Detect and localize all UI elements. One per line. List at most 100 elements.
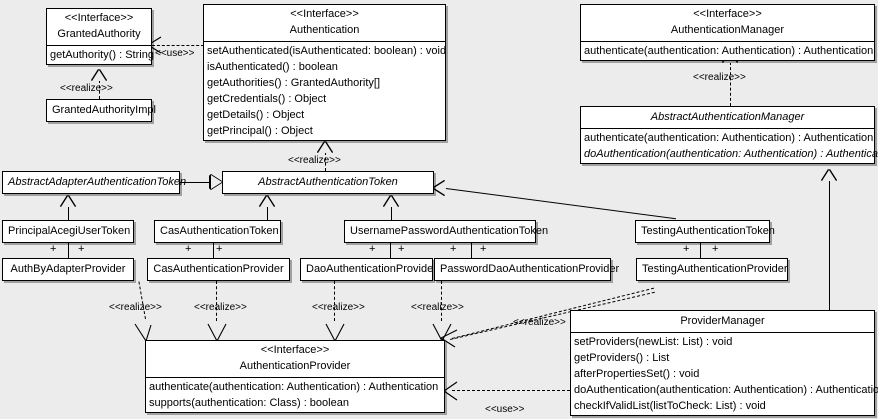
generalization-arrow-abstract-authentication-token-left xyxy=(211,175,222,189)
label-realize-granted-authority-impl: <<realize>> xyxy=(60,83,113,94)
member-item: authenticate(authentication: Authenticat… xyxy=(584,132,874,144)
generalization-arrow-adapter-token xyxy=(61,196,75,207)
member-item: getProviders() : List xyxy=(574,352,670,364)
class-box-auth-by-adapter-provider[interactable]: AuthByAdapterProvider xyxy=(2,258,134,281)
member-list-authentication-provider: authenticate(authentication: Authenticat… xyxy=(146,378,444,412)
member-item: isAuthenticated() : boolean xyxy=(207,61,338,73)
label-realize-dao-provider: <<realize>> xyxy=(312,302,365,313)
connector-provider-manager-extends xyxy=(829,180,830,310)
member-item: afterPropertiesSet() : void xyxy=(574,368,700,380)
class-box-testing-authentication-token[interactable]: TestingAuthenticationToken xyxy=(635,220,775,243)
open-arrow-auth-provider-1 xyxy=(134,323,152,342)
stereotype-interface: <<Interface>> xyxy=(260,344,330,356)
connector-password-dao-provider-realize xyxy=(441,281,442,321)
class-header-authentication-provider: <<Interface>> AuthenticationProvider xyxy=(146,341,444,377)
association-plus-marker: + xyxy=(185,243,192,255)
connector-dao-provider-realize xyxy=(334,281,335,321)
label-use-granted-authority: <<use>> xyxy=(155,48,195,59)
member-item: doAuthentication(authentication: Authent… xyxy=(584,148,878,160)
connector-abstract-authentication-token-realize xyxy=(325,152,326,171)
connector-testing-token-extends xyxy=(445,188,677,220)
association-plus-marker: + xyxy=(78,243,85,255)
class-box-authentication-provider[interactable]: <<Interface>> AuthenticationProvider aut… xyxy=(145,340,445,413)
label-realize-password-dao-provider: <<realize>> xyxy=(411,302,464,313)
connector-principal-token-authbyadapter xyxy=(68,241,69,259)
class-box-principal-acegi-user-token[interactable]: PrincipalAcegiUserToken xyxy=(2,220,134,243)
association-plus-marker: + xyxy=(683,243,690,255)
generalization-arrow-abstract-token-cas xyxy=(260,196,274,207)
class-box-authentication-manager[interactable]: <<Interface>> AuthenticationManager auth… xyxy=(580,4,875,61)
class-name-password-dao-authentication-provider: PasswordDaoAuthenticationProvider xyxy=(440,263,620,275)
class-divider xyxy=(571,332,874,333)
connector-provider-manager-uses xyxy=(452,390,570,391)
class-divider xyxy=(47,45,151,46)
open-arrow-auth-provider-5 xyxy=(439,329,458,348)
class-box-cas-authentication-provider[interactable]: CasAuthenticationProvider xyxy=(147,258,290,281)
connector-testing-token-testing-provider xyxy=(700,241,701,259)
class-name-granted-authority-impl: GrantedAuthorityImpl xyxy=(52,104,156,116)
class-name-testing-authentication-token: TestingAuthenticationToken xyxy=(641,225,775,237)
class-box-testing-authentication-provider[interactable]: TestingAuthenticationProvider xyxy=(636,258,788,281)
class-name-principal-acegi-user-token: PrincipalAcegiUserToken xyxy=(8,225,131,237)
class-name-authentication-manager: AuthenticationManager xyxy=(670,24,785,36)
member-item: setAuthenticated(isAuthenticated: boolea… xyxy=(207,45,447,57)
open-arrow-auth-provider-3 xyxy=(325,323,345,342)
open-arrow-auth-provider-2 xyxy=(207,323,227,342)
association-plus-marker: + xyxy=(50,243,57,255)
class-box-granted-authority[interactable]: <<Interface>> GrantedAuthority getAuthor… xyxy=(46,8,154,65)
member-item: checkIfValidList(listToCheck: List) : vo… xyxy=(574,400,766,412)
stereotype-interface: <<Interface>> xyxy=(693,8,762,20)
connector-cas-token-extends xyxy=(267,206,268,220)
class-divider xyxy=(146,377,444,378)
class-name-cas-authentication-token: CasAuthenticationToken xyxy=(160,225,279,237)
class-name-authentication-provider: AuthenticationProvider xyxy=(239,360,351,372)
stereotype-interface: <<Interface>> xyxy=(64,12,134,24)
label-realize-authentication-token: <<realize>> xyxy=(288,155,341,166)
member-item: getAuthorities() : GrantedAuthority[] xyxy=(207,77,381,89)
connector-username-password-token-extends xyxy=(391,206,392,220)
member-list-authentication: setAuthenticated(isAuthenticated: boolea… xyxy=(204,42,447,140)
class-box-provider-manager[interactable]: ProviderManager setProviders(newList: Li… xyxy=(570,310,878,416)
class-box-dao-authentication-provider[interactable]: DaoAuthenticationProvider xyxy=(300,258,437,281)
class-box-granted-authority-impl[interactable]: GrantedAuthorityImpl xyxy=(46,99,156,122)
member-item: authenticate(authentication: Authenticat… xyxy=(584,45,874,57)
class-name-username-password-authentication-token: UsernamePasswordAuthenticationToken xyxy=(350,225,549,237)
generalization-arrow-granted-authority xyxy=(92,70,106,81)
class-box-abstract-authentication-manager[interactable]: AbstractAuthenticationManager authentica… xyxy=(580,106,878,164)
member-list-authentication-manager: authenticate(authentication: Authenticat… xyxy=(581,42,874,60)
connector-principal-acegi-token-extends xyxy=(68,206,69,220)
association-plus-marker: + xyxy=(480,243,487,255)
member-item: getDetails() : Object xyxy=(207,109,305,121)
association-plus-marker: + xyxy=(450,243,457,255)
class-header-authentication: <<Interface>> Authentication xyxy=(204,5,445,41)
class-box-username-password-authentication-token[interactable]: UsernamePasswordAuthenticationToken xyxy=(344,220,549,243)
class-header-granted-authority: <<Interface>> GrantedAuthority xyxy=(47,9,151,45)
class-box-password-dao-authentication-provider[interactable]: PasswordDaoAuthenticationProvider xyxy=(434,258,620,281)
label-realize-cas-provider: <<realize>> xyxy=(194,302,247,313)
class-name-auth-by-adapter-provider: AuthByAdapterProvider xyxy=(10,263,126,275)
generalization-arrow-abstract-token-upat xyxy=(384,196,398,207)
class-box-abstract-adapter-authentication-token[interactable]: AbstractAdapterAuthenticationToken xyxy=(2,171,187,194)
member-list-provider-manager: setProviders(newList: List) : void getPr… xyxy=(571,333,878,415)
connector-cas-provider-realize xyxy=(216,281,217,321)
association-plus-marker: + xyxy=(216,243,223,255)
class-name-authentication: Authentication xyxy=(289,24,360,36)
class-name-abstract-adapter-authentication-token: AbstractAdapterAuthenticationToken xyxy=(8,176,187,188)
class-box-authentication[interactable]: <<Interface>> Authentication setAuthenti… xyxy=(203,4,446,141)
member-item: getAuthority() : String xyxy=(50,49,154,61)
association-plus-marker: + xyxy=(712,243,719,255)
class-divider xyxy=(204,41,445,42)
class-name-testing-authentication-provider: TestingAuthenticationProvider xyxy=(642,263,788,275)
stereotype-interface: <<Interface>> xyxy=(290,8,359,20)
class-box-cas-authentication-token[interactable]: CasAuthenticationToken xyxy=(154,220,281,243)
connector-upat-password-dao-provider xyxy=(471,241,472,259)
association-plus-marker: + xyxy=(369,243,376,255)
class-name-granted-authority: GrantedAuthority xyxy=(57,28,141,40)
member-item: getCredentials() : Object xyxy=(207,93,327,105)
connector-adapter-token-extends xyxy=(180,182,213,183)
member-list-abstract-authentication-manager: authenticate(authentication: Authenticat… xyxy=(581,129,878,163)
label-realize-provider-manager: <<realize>> xyxy=(513,317,566,328)
label-realize-auth-by-adapter: <<realize>> xyxy=(109,302,162,313)
class-box-abstract-authentication-token[interactable]: AbstractAuthenticationToken xyxy=(222,171,434,194)
